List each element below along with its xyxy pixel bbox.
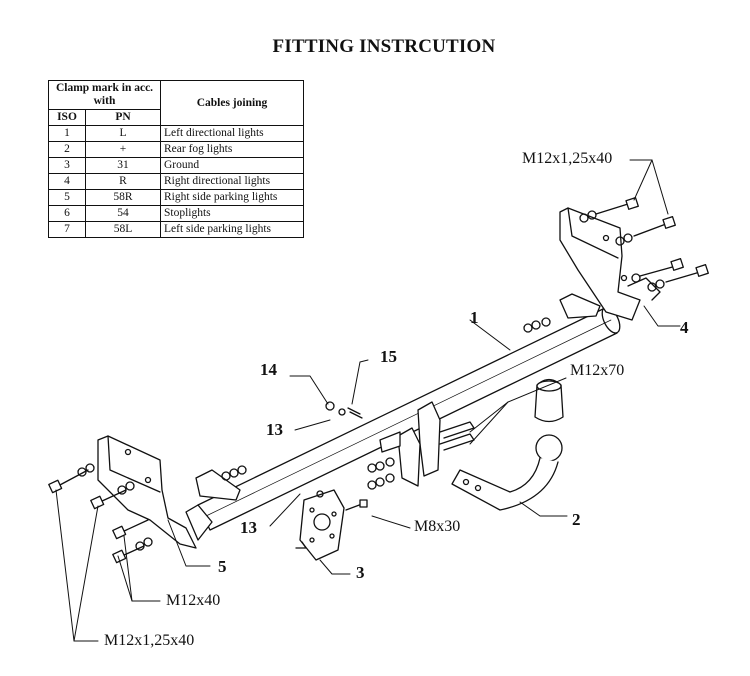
label-bolt-m12x70: M12x70 [570,362,625,379]
label-part-13-lower: 13 [240,518,257,537]
label-part-1: 1 [470,308,479,327]
table-header-row: Clamp mark in acc. with Cables joining [48,80,304,126]
label-part-5: 5 [218,557,227,576]
header-clamp-mark-text: Clamp mark in acc. with [55,82,154,107]
label-bolt-m12x40: M12x40 [166,592,221,609]
table-row: 3 31 Ground [48,157,304,174]
label-bolt-left-bottom: M12x1,25x40 [104,632,195,649]
table-row: 4 R Right directional lights [48,173,304,190]
table-row: 5 58R Right side parking lights [48,189,304,206]
clamp-mark-table: Clamp mark in acc. with Cables joining I… [48,80,304,238]
header-clamp-mark: Clamp mark in acc. with [48,80,161,110]
label-part-14: 14 [260,360,277,379]
table-subheader-row: ISO PN [48,109,304,126]
header-pn: PN [85,109,161,126]
label-bolt-right-top: M12x1,25x40 [522,150,613,167]
cell-desc: Right side parking lights [160,189,304,206]
center-bracket [367,401,475,490]
label-part-13-upper: 13 [266,420,283,439]
leader-lines [55,159,681,642]
right-bracket [559,207,661,321]
table-row: 2 + Rear fog lights [48,141,304,158]
label-part-2: 2 [572,510,581,529]
right-bracket-bolts [523,197,709,333]
label-part-15: 15 [380,347,397,366]
label-part-4: 4 [680,318,689,337]
cell-pn: 58R [85,189,161,206]
label-part-3: 3 [356,563,365,582]
socket-plate [295,489,368,561]
label-bolt-m8x30: M8x30 [414,518,461,535]
page-title: FITTING INSTRCUTION [272,36,496,57]
cell-desc: Left side parking lights [160,221,304,238]
small-fasteners [325,401,363,419]
left-bracket [97,435,247,549]
tow-ball-assembly [451,378,564,511]
table-row: 7 58L Left side parking lights [48,221,304,238]
left-bracket-bolts [48,463,153,564]
